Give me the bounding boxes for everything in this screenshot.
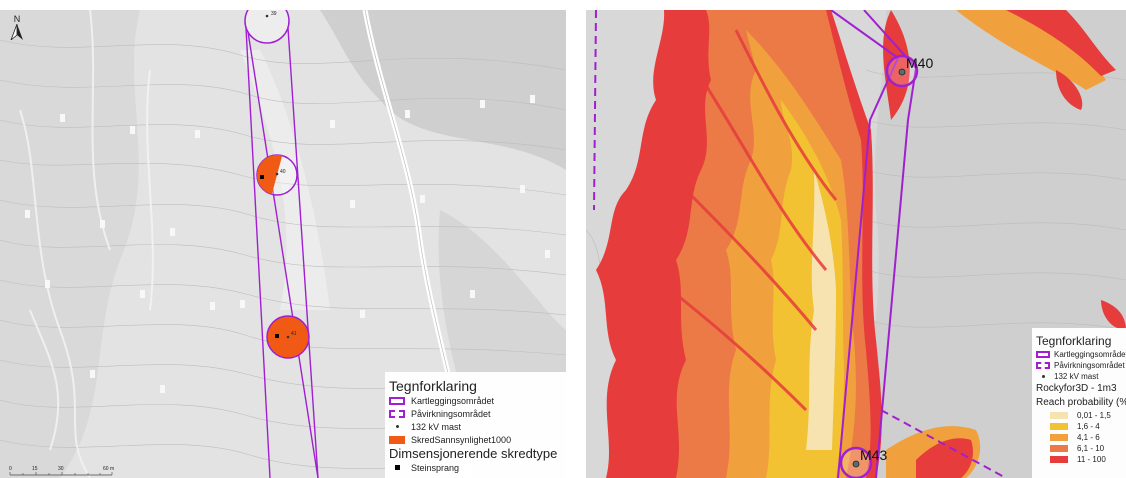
north-label: N xyxy=(13,14,21,24)
legend-label: 11 - 100 xyxy=(1077,455,1106,464)
left-legend-subtitle: Dimsensjonerende skredtype xyxy=(389,446,558,461)
mast-dot-icon xyxy=(389,423,405,431)
left-map-canvas: 39 40 41 xyxy=(0,10,566,478)
black-square-icon xyxy=(389,464,405,472)
right-map-panel[interactable]: M40 M43 Tegnforklaring Kartleggingsområd… xyxy=(586,10,1126,478)
mast-41-label: 41 xyxy=(291,331,297,337)
left-map-panel[interactable]: 39 40 41 N 0 15 30 xyxy=(0,10,566,478)
north-arrow-icon xyxy=(10,24,23,40)
right-legend-class-1: 0,01 - 1,5 xyxy=(1036,410,1126,421)
right-legend-item-mast: 132 kV mast xyxy=(1036,371,1126,382)
right-legend-title: Tegnforklaring xyxy=(1036,334,1112,348)
right-legend-subtitle: Rockyfor3D - 1m3 xyxy=(1036,383,1117,394)
solid-outline-swatch xyxy=(389,396,405,405)
north-arrow: N xyxy=(9,14,25,40)
scale-bar: 0 15 30 60 m xyxy=(8,464,118,478)
legend-label: 0,01 - 1,5 xyxy=(1077,411,1111,420)
dashed-outline-swatch xyxy=(389,409,405,418)
right-legend-item-impact: Påvirkningsområdet xyxy=(1036,360,1126,371)
legend-label: 6,1 - 10 xyxy=(1077,444,1105,453)
right-legend-subtitle-2: Reach probability (%) xyxy=(1036,397,1126,408)
legend-label: 132 kV mast xyxy=(411,421,462,432)
mast-39-label: 39 xyxy=(271,11,277,17)
mast-dot-icon xyxy=(1036,373,1050,380)
right-legend-class-4: 6,1 - 10 xyxy=(1036,443,1126,454)
scale-tick-15: 15 xyxy=(32,466,38,472)
scale-tick-60: 60 m xyxy=(103,466,114,472)
class-swatch xyxy=(1050,412,1068,419)
left-legend-item-mapping: Kartleggingsområdet xyxy=(389,394,566,407)
right-legend-class-2: 1,6 - 4 xyxy=(1036,421,1126,432)
solid-outline-swatch xyxy=(1036,351,1050,358)
right-map-canvas: M40 M43 xyxy=(586,10,1126,478)
scale-tick-30: 30 xyxy=(58,466,64,472)
left-legend: Tegnforklaring Kartleggingsområdet Påvir… xyxy=(385,372,566,478)
legend-label: 4,1 - 6 xyxy=(1077,433,1100,442)
left-legend-item-rockfall: Steinsprang xyxy=(389,461,566,474)
right-legend-class-5: 11 - 100 xyxy=(1036,454,1126,465)
right-legend-item-mapping: Kartleggingsområdet xyxy=(1036,349,1126,360)
orange-fill-swatch xyxy=(389,435,405,444)
left-legend-title: Tegnforklaring xyxy=(389,378,477,394)
class-swatch xyxy=(1050,434,1068,441)
legend-label: Kartleggingsområdet xyxy=(1054,350,1126,359)
scale-bar-graphic: 0 15 30 60 m xyxy=(9,466,114,476)
right-legend: Tegnforklaring Kartleggingsområdet Påvir… xyxy=(1032,328,1126,478)
left-legend-item-mast: 132 kV mast xyxy=(389,420,566,433)
legend-label: Påvirkningsområdet xyxy=(1054,361,1125,370)
left-legend-item-impact: Påvirkningsområdet xyxy=(389,407,566,420)
class-swatch xyxy=(1050,456,1068,463)
dashed-outline-swatch xyxy=(1036,362,1050,369)
corridor-right-edge xyxy=(247,31,319,478)
scale-tick-0: 0 xyxy=(9,466,12,472)
class-swatch xyxy=(1050,423,1068,430)
class-swatch xyxy=(1050,445,1068,452)
mast-40-label: 40 xyxy=(280,169,286,175)
legend-label: Påvirkningsområdet xyxy=(411,408,491,419)
legend-label: 1,6 - 4 xyxy=(1077,422,1100,431)
mast-39-circle xyxy=(244,10,290,44)
legend-label: SkredSannsynlighet1000 xyxy=(411,434,512,445)
mast-m43-label: M43 xyxy=(860,447,887,463)
left-legend-item-probability: SkredSannsynlighet1000 xyxy=(389,433,566,446)
mast-m40-label: M40 xyxy=(906,55,933,71)
legend-label: Kartleggingsområdet xyxy=(411,395,495,406)
legend-label: Steinsprang xyxy=(411,462,460,473)
legend-label: 132 kV mast xyxy=(1054,372,1099,381)
right-legend-class-3: 4,1 - 6 xyxy=(1036,432,1126,443)
